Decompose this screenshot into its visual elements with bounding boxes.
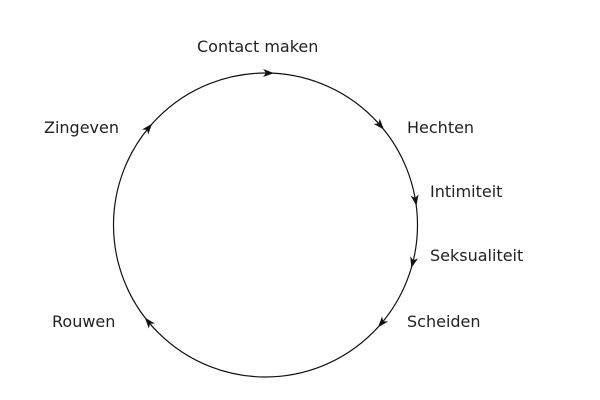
stage-label-seksualiteit: Seksualiteit	[430, 246, 524, 265]
arrowhead-icon	[410, 256, 418, 269]
stage-label-contact: Contact maken	[197, 37, 319, 56]
stage-label-hechten: Hechten	[407, 118, 475, 137]
arrowhead-icon	[410, 194, 419, 206]
arrowhead-icon	[144, 317, 155, 329]
arrowhead-icon	[262, 68, 274, 77]
stage-label-rouwen: Rouwen	[52, 312, 116, 331]
cycle-circle	[112, 72, 419, 378]
stage-label-scheiden: Scheiden	[407, 312, 481, 331]
stage-label-zingeven: Zingeven	[44, 118, 119, 137]
arrowhead-icon	[142, 123, 153, 135]
arrowhead-icon	[373, 118, 384, 130]
arrowhead-icon	[378, 316, 389, 328]
stage-label-intimiteit: Intimiteit	[430, 182, 503, 201]
